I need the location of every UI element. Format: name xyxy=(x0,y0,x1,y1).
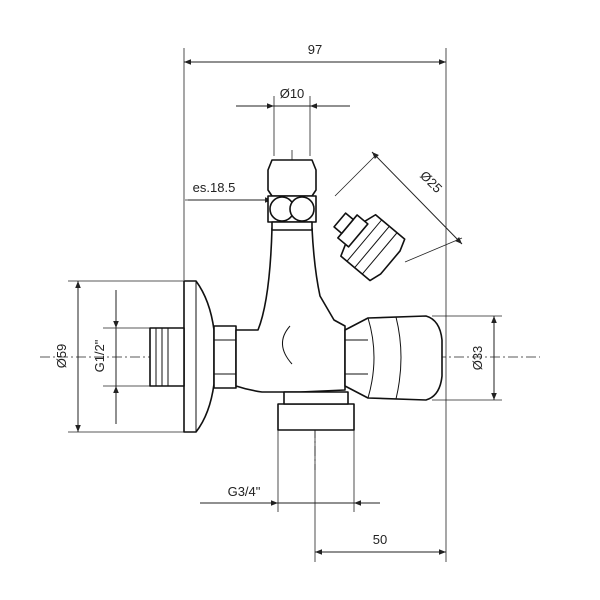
dimension-lines xyxy=(75,59,497,555)
wall-flange xyxy=(183,280,215,433)
dimension-labels: 97 Ø10 es.18.5 Ø25 Ø59 G1/2" Ø33 G3/4" 5… xyxy=(54,42,485,547)
bottom-outlet xyxy=(277,403,355,431)
label-inlet-thread: G1/2" xyxy=(92,339,107,372)
side-knob xyxy=(344,315,443,401)
valve-body xyxy=(149,159,443,433)
inlet-thread xyxy=(149,327,185,387)
label-handle-diameter: Ø25 xyxy=(417,168,445,196)
label-hex-size: es.18.5 xyxy=(193,180,236,195)
angled-handle xyxy=(333,212,406,282)
connector-nut xyxy=(213,325,237,389)
label-overall-width: 97 xyxy=(308,42,322,57)
label-knob-diameter: Ø33 xyxy=(470,346,485,371)
label-flange-diameter: Ø59 xyxy=(54,344,69,369)
dim-line-handle-diameter xyxy=(371,151,463,245)
label-stem-diameter: Ø10 xyxy=(280,86,305,101)
main-body xyxy=(235,227,346,393)
label-outlet-offset: 50 xyxy=(373,532,387,547)
label-outlet-thread: G3/4" xyxy=(228,484,261,499)
top-hex-cap xyxy=(267,159,317,197)
